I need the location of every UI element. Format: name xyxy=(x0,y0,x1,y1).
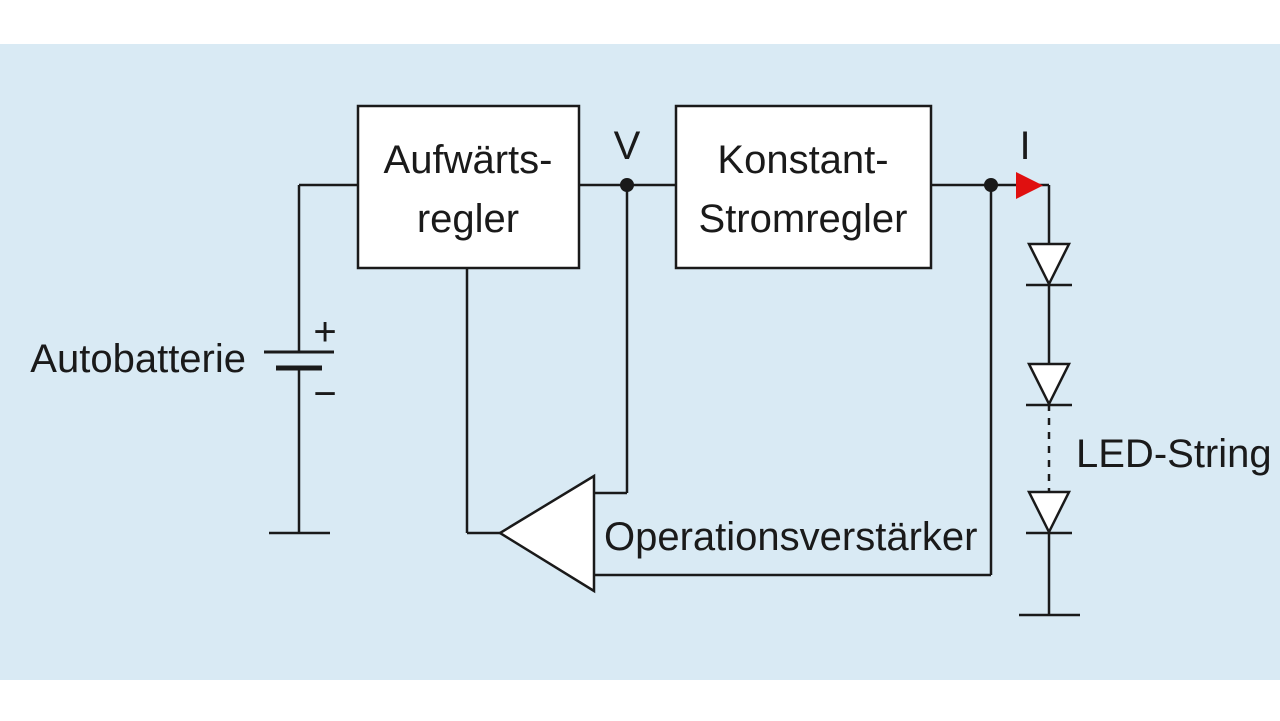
boost-regulator-label-line2: regler xyxy=(417,197,519,241)
diode-icon xyxy=(1026,490,1072,535)
ccr-label-line1: Konstant- xyxy=(717,138,888,182)
boost-regulator-block xyxy=(356,104,581,270)
current-node-label: I xyxy=(1019,124,1030,168)
diode-icon xyxy=(1026,242,1072,287)
diode-icon xyxy=(1026,362,1072,407)
op-amp-triangle-icon xyxy=(497,473,596,594)
boost-regulator-label-line1: Aufwärts- xyxy=(384,138,553,182)
constant-current-regulator-block xyxy=(674,104,933,270)
battery-icon xyxy=(264,350,334,371)
battery-label: Autobatterie xyxy=(30,337,246,381)
current-node-dot xyxy=(984,178,998,192)
battery-minus-label: − xyxy=(313,372,336,416)
ccr-label-line2: Stromregler xyxy=(699,197,908,241)
voltage-node-dot xyxy=(620,178,634,192)
battery-plus-label: + xyxy=(313,310,336,354)
led-string-label: LED-String xyxy=(1076,432,1272,476)
op-amp-label: Operationsverstärker xyxy=(604,515,977,559)
voltage-node-label: V xyxy=(614,124,641,168)
arrow-right-icon xyxy=(1016,172,1043,199)
